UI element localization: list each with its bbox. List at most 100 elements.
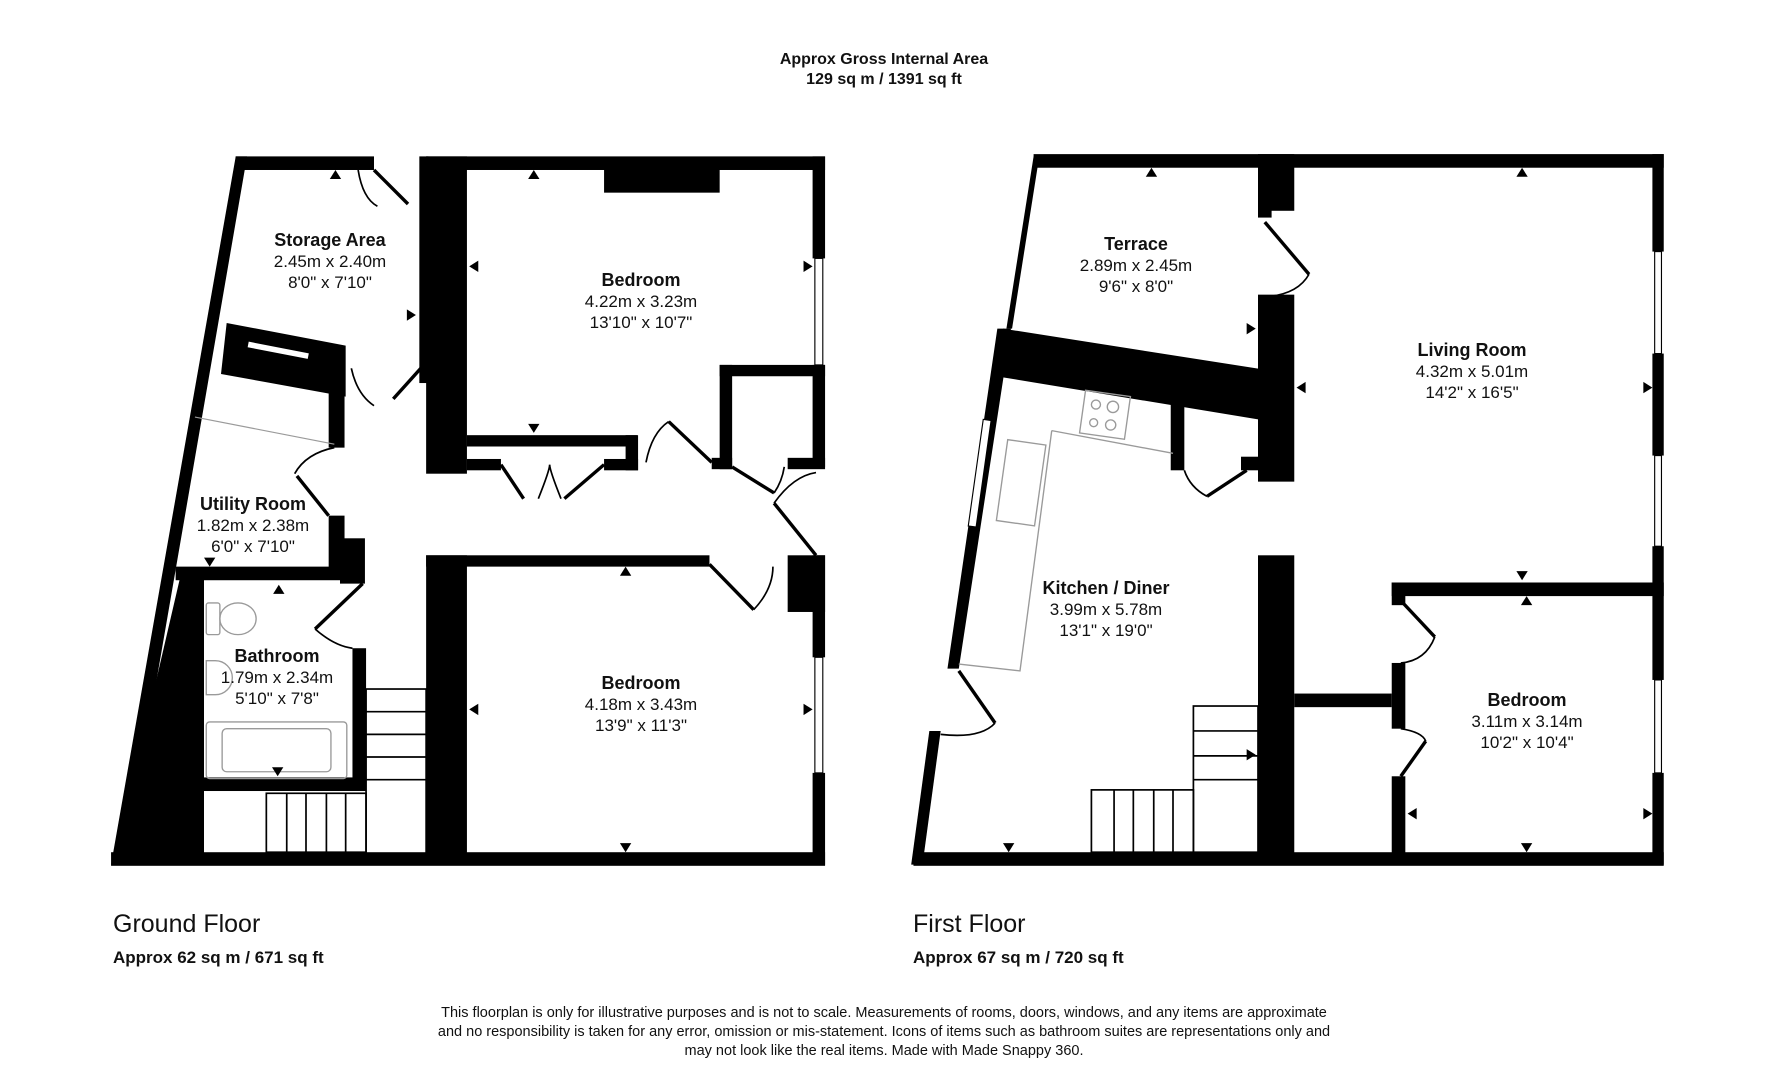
door-storage — [372, 168, 410, 206]
disclaimer-line-3: may not look like the real items. Made w… — [684, 1043, 1084, 1059]
door-bathroom — [313, 582, 364, 631]
worktop-outline — [958, 429, 1174, 672]
door-storage-arc — [357, 169, 378, 208]
first-kitchen-left-wall-low — [911, 730, 941, 865]
room-name: Bedroom — [601, 673, 681, 693]
first-doors — [940, 221, 1437, 778]
ground-floor-title: Ground Floor — [113, 910, 261, 938]
ground-bedroom2-top-wall — [426, 555, 710, 567]
first-floor-area: Approx 67 sq m / 720 sq ft — [913, 948, 1124, 967]
room-name: Bedroom — [601, 270, 681, 290]
first-stairs — [1090, 705, 1259, 854]
first-right-wall-a — [1652, 154, 1664, 252]
ground-floor-plan — [111, 156, 826, 866]
gia-total-area: 129 sq m / 1391 sq ft — [806, 71, 962, 88]
first-bedroom-top-wall — [1391, 582, 1664, 597]
room-imperial: 9'6" x 8'0" — [1098, 277, 1174, 296]
ground-storage-divider — [221, 322, 346, 397]
ground-bathroom-right-wall — [352, 648, 367, 782]
room-metric: 4.18m x 3.43m — [584, 695, 698, 714]
room-label-terrace: Terrace 2.89m x 2.45m 9'6" x 8'0" — [1080, 234, 1192, 297]
room-name: Storage Area — [274, 230, 386, 250]
disclaimer-line-1: This floorplan is only for illustrative … — [441, 1005, 1327, 1021]
room-imperial: 13'10" x 10'7" — [589, 313, 693, 332]
sink-icon — [205, 660, 234, 696]
door-wardrobe-arc — [537, 464, 562, 499]
ground-cupboard-post — [711, 457, 733, 470]
ground-utility-bottom-wall — [175, 566, 363, 581]
room-label-kitchen-diner: Kitchen / Diner 3.99m x 5.78m 13'1" x 19… — [1042, 578, 1169, 641]
room-imperial: 13'9" x 11'3" — [595, 716, 687, 735]
first-bedroom-hall-wall — [1294, 693, 1392, 708]
door-bedroom2-arc — [753, 566, 774, 611]
first-top-wall — [1033, 154, 1664, 168]
first-bedroom-left-wall-top — [1391, 582, 1406, 606]
disclaimer-line-2: and no responsibility is taken for any e… — [437, 1024, 1331, 1040]
ground-bottom-wall — [111, 852, 826, 866]
ground-wardrobe-left — [466, 458, 501, 471]
room-label-utility-room: Utility Room 1.82m x 2.38m 6'0" x 7'10" — [197, 494, 309, 557]
first-bedroom-left-wall-low — [1391, 776, 1406, 865]
utility-slope-line — [194, 416, 335, 445]
first-dimension-markers — [1003, 167, 1653, 853]
room-imperial: 8'0" x 7'10" — [288, 273, 372, 292]
room-metric: 4.32m x 5.01m — [1415, 362, 1529, 381]
room-name: Terrace — [1104, 234, 1168, 254]
first-floor-plan — [911, 154, 1664, 866]
ground-cupboard-bottom — [787, 457, 826, 470]
first-terrace-divider — [1003, 328, 1292, 425]
room-imperial: 6'0" x 7'10" — [211, 537, 295, 556]
room-metric: 2.45m x 2.40m — [273, 252, 387, 271]
bath-outer — [205, 721, 348, 780]
ground-doors — [293, 168, 818, 650]
ground-right-wall-mid — [812, 364, 826, 467]
room-label-living-room: Living Room 4.32m x 5.01m 14'2" x 16'5" — [1416, 340, 1528, 403]
first-right-wall-d — [1652, 772, 1664, 865]
ground-top-wall-storage — [235, 156, 374, 170]
first-terrace-left-wall — [1006, 156, 1040, 329]
first-floor-title: First Floor — [913, 910, 1026, 938]
gross-internal-area-header: Approx Gross Internal Area 129 sq m / 13… — [0, 50, 1768, 90]
ground-central-wall-lower — [426, 555, 467, 865]
door-bedroom1 — [667, 420, 713, 464]
room-label-bathroom: Bathroom 1.79m x 2.34m 5'10" x 7'8" — [221, 646, 333, 709]
ground-central-wall-upper — [426, 156, 467, 474]
first-cupboard-post — [1241, 456, 1262, 471]
room-imperial: 5'10" x 7'8" — [235, 689, 319, 708]
ground-wardrobe-right — [604, 458, 639, 471]
door-hall-storage-arc — [350, 368, 375, 407]
window — [246, 340, 311, 361]
first-right-wall-b — [1652, 353, 1664, 456]
hob-icon — [1078, 389, 1132, 441]
door-utility-arc — [293, 446, 335, 475]
ground-right-wall-bottom — [812, 772, 826, 865]
first-bedroom-left-wall-mid — [1391, 662, 1406, 729]
room-metric: 1.82m x 2.38m — [196, 516, 310, 535]
window — [814, 257, 824, 366]
room-imperial: 13'1" x 19'0" — [1059, 621, 1153, 640]
ground-right-wall-top — [812, 156, 826, 259]
disclaimer: This floorplan is only for illustrative … — [0, 1004, 1768, 1061]
room-label-bedroom-3: Bedroom 3.11m x 3.14m 10'2" x 10'4" — [1471, 690, 1582, 753]
ground-cupboard-top — [719, 364, 826, 377]
room-name: Kitchen / Diner — [1042, 578, 1170, 598]
ground-wardrobe-post — [625, 435, 639, 471]
door-hall-storage — [392, 363, 426, 401]
door-front — [772, 502, 818, 557]
sink-drainer-icon — [995, 438, 1047, 527]
room-metric: 3.11m x 3.14m — [1471, 712, 1583, 731]
ground-left-fill — [113, 572, 204, 865]
ground-windows — [246, 257, 824, 774]
first-right-wall-c — [1652, 546, 1664, 680]
door-bedroom1-arc — [645, 420, 670, 463]
first-windows — [967, 251, 1663, 774]
ground-utility-right-wall — [328, 362, 345, 448]
room-label-bedroom-2: Bedroom 4.18m x 3.43m 13'9" x 11'3" — [585, 673, 697, 736]
door-cupboard — [731, 465, 775, 495]
ground-left-slanted-wall — [111, 156, 248, 865]
room-metric: 1.79m x 2.34m — [220, 668, 334, 687]
toilet-cistern — [205, 602, 221, 636]
room-metric: 3.99m x 5.78m — [1049, 600, 1163, 619]
gia-title: Approx Gross Internal Area — [779, 51, 989, 68]
